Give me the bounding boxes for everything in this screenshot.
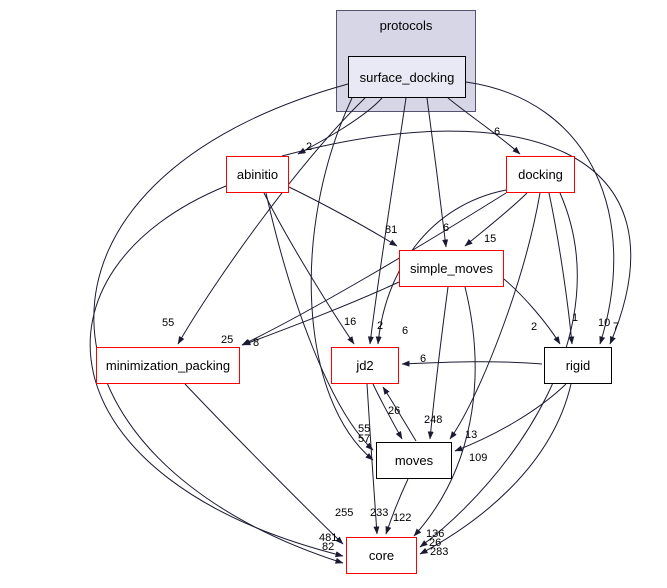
edge-abinitio-jd2 — [263, 192, 355, 345]
node-minimization-packing[interactable]: minimization_packing — [96, 347, 240, 384]
node-jd2[interactable]: jd2 — [331, 347, 399, 384]
edge-surface_docking-docking — [447, 97, 521, 155]
node-core[interactable]: core — [346, 537, 417, 574]
edge-count-label: 13 — [465, 429, 477, 441]
edge-count-label: 255 — [335, 507, 353, 519]
edge-count-label: 82 — [322, 541, 334, 553]
edge-abinitio-rigid — [281, 130, 631, 345]
edge-count-label: 26 — [429, 537, 441, 549]
edge-count-label: 55 — [358, 423, 370, 435]
edge-count-label: 57 — [358, 433, 370, 445]
edge-rigid-moves — [454, 383, 567, 452]
edge-simple_moves-moves — [427, 286, 449, 440]
edge-abinitio-simple_moves — [288, 186, 398, 247]
edge-count-label: 55 — [162, 317, 174, 329]
edge-count-label: 81 — [385, 224, 397, 236]
edge-abinitio-core — [89, 185, 344, 558]
edge-moves-core — [385, 478, 409, 535]
edge-simple_moves-rigid — [503, 278, 561, 345]
edge-rigid-core — [419, 383, 572, 555]
edge-minimization_packing-core — [184, 383, 344, 545]
node-moves[interactable]: moves — [376, 442, 452, 479]
edge-docking-moves — [449, 192, 541, 440]
edge-count-label: 2 — [531, 321, 537, 333]
node-rigid[interactable]: rigid — [544, 347, 612, 384]
node-simple-moves[interactable]: simple_moves — [399, 250, 504, 287]
edge-count-label: 25 — [221, 334, 233, 346]
edge-surface_docking-minimization_packing — [177, 97, 366, 345]
edge-jd2-core — [366, 383, 380, 535]
edge-docking-rigid — [548, 192, 575, 345]
edge-surface_docking-jd2 — [367, 97, 407, 345]
edge-count-label: 109 — [469, 452, 487, 464]
edge-surface_docking-rigid — [465, 81, 615, 345]
edge-count-label: 15 — [484, 233, 496, 245]
edge-count-label: 6 — [443, 222, 449, 234]
edge-count-label: 1 — [572, 312, 578, 324]
edge-count-label: 136 — [426, 528, 444, 540]
edge-count-label: 481 — [319, 532, 337, 544]
edge-count-label: 7 — [613, 321, 619, 333]
edge-rigid-jd2 — [401, 360, 543, 367]
edge-count-label: 2 — [377, 320, 383, 332]
edge-count-label: 16 — [344, 316, 356, 328]
edge-labels: 2 6 6 15 81 2 16 6 6 55 25 8 1 2 10 7 26… — [162, 126, 619, 558]
edge-count-label: 283 — [430, 546, 448, 558]
edges — [89, 81, 631, 564]
edge-count-label: 6 — [402, 325, 408, 337]
edge-count-label: 10 — [598, 317, 610, 329]
edge-surface_docking-moves — [310, 97, 374, 461]
edge-docking-jd2 — [375, 189, 507, 345]
cluster-label: protocols — [379, 18, 433, 33]
edge-surface_docking-core — [93, 83, 349, 564]
edge-simple_moves-core — [413, 286, 476, 537]
edge-count-label: 233 — [370, 507, 388, 519]
edge-docking-minimization_packing — [241, 192, 507, 346]
edge-count-label: 26 — [388, 405, 400, 417]
node-docking[interactable]: docking — [506, 156, 575, 193]
edge-docking-core — [419, 192, 578, 548]
edge-moves-jd2 — [382, 386, 417, 442]
edge-count-label: 248 — [424, 414, 442, 426]
edge-docking-simple_moves — [464, 192, 528, 247]
node-abinitio[interactable]: abinitio — [226, 156, 289, 193]
edge-abinitio-moves — [265, 192, 374, 451]
edge-count-label: 6 — [420, 353, 426, 365]
edge-jd2-moves — [372, 383, 403, 440]
edge-simple_moves-minimization_packing — [242, 281, 400, 346]
node-surface-docking[interactable]: surface_docking — [348, 56, 466, 98]
edge-count-label: 122 — [393, 512, 411, 524]
edge-count-label: 6 — [494, 126, 500, 138]
edge-count-label: 8 — [253, 337, 259, 349]
edge-count-label: 2 — [306, 141, 312, 153]
